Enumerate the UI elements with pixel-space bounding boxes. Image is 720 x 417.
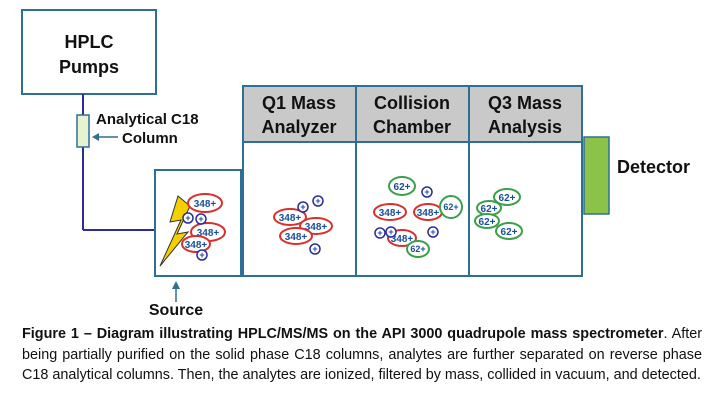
- plus-sign: +: [312, 244, 317, 254]
- fragment-ion: [388, 176, 416, 196]
- plus-sign: +: [377, 228, 382, 238]
- parent-ion-label: 348+: [197, 228, 220, 239]
- plus-sign: +: [315, 196, 320, 206]
- q1-ions: 348+ 348+ 348+ + + +: [273, 195, 333, 255]
- positive-charge-icon: [427, 226, 439, 238]
- plus-sign: +: [424, 187, 429, 197]
- parent-ion: [187, 193, 223, 213]
- plus-sign: +: [185, 213, 190, 223]
- detector-label: Detector: [617, 157, 690, 177]
- positive-charge-icon: [297, 201, 309, 213]
- positive-charge-icon: [195, 213, 207, 225]
- positive-charge-icon: [421, 186, 433, 198]
- fragment-ion: [495, 222, 523, 240]
- parent-ion-label: 348+: [379, 208, 402, 219]
- q1-label-line1: Q1 Mass: [262, 93, 336, 113]
- fragment-ion-label: 62+: [501, 227, 518, 238]
- q3-label-line1: Q3 Mass: [488, 93, 562, 113]
- hplc-pumps-label-line2: Pumps: [59, 57, 119, 77]
- parent-ion-label: 348+: [285, 232, 308, 243]
- q1-header: [242, 85, 357, 143]
- plus-sign: +: [388, 227, 393, 237]
- parent-ion: [181, 235, 211, 253]
- hplc-pumps-label-line1: HPLC: [65, 32, 114, 52]
- positive-charge-icon: [182, 212, 194, 224]
- parent-ion-label: 348+: [417, 208, 440, 219]
- c18-column: [76, 114, 90, 148]
- q3-ions: 62+ 62+ 62+ 62+: [474, 188, 523, 240]
- positive-charge-icon: [196, 249, 208, 261]
- fragment-ion-label: 62+: [394, 182, 411, 193]
- column-label-line2: Column: [122, 130, 178, 147]
- hplc-pumps-box: [21, 9, 157, 95]
- figure-caption: Figure 1 – Diagram illustrating HPLC/MS/…: [22, 324, 702, 386]
- column-pointer-arrowhead: [92, 133, 99, 141]
- fragment-ion-label: 62+: [443, 202, 458, 212]
- plus-sign: +: [198, 214, 203, 224]
- positive-charge-icon: [312, 195, 324, 207]
- fragment-ion-label: 62+: [479, 217, 496, 228]
- fragment-ion: [406, 240, 430, 258]
- parent-ion: [373, 203, 407, 221]
- plus-sign: +: [300, 202, 305, 212]
- source-ions: 348+ 348+ 348+ + + +: [181, 193, 226, 261]
- caption-body: . After being partially purified on the …: [22, 326, 702, 383]
- parent-ion-label: 348+: [305, 222, 328, 233]
- parent-ion: [279, 227, 313, 245]
- fragment-ion: [493, 188, 521, 206]
- column-label-line1: Analytical C18: [96, 111, 199, 128]
- lightning-bolt-icon: [159, 195, 191, 267]
- parent-ion-label: 348+: [185, 240, 208, 251]
- parent-ion-label: 348+: [279, 213, 302, 224]
- hplc-ms-ms-diagram: HPLC Pumps Analytical C18 Column Source …: [21, 9, 690, 319]
- collision-header: [355, 85, 470, 143]
- q3-header: [468, 85, 583, 143]
- parent-ion-label: 348+: [194, 199, 217, 210]
- parent-ion: [273, 208, 307, 226]
- collision-ions: 62+ 348+ 348+ 62+ 348+ 62+ + + + +: [373, 176, 463, 258]
- q3-label-line2: Analysis: [488, 117, 562, 137]
- fragment-ion-label: 62+: [499, 193, 516, 204]
- collision-label-line1: Collision: [374, 93, 450, 113]
- q1-label-line2: Analyzer: [261, 117, 336, 137]
- plus-sign: +: [430, 227, 435, 237]
- source-label: Source: [149, 302, 203, 319]
- fragment-ion: [474, 213, 500, 229]
- positive-charge-icon: [309, 243, 321, 255]
- plus-sign: +: [199, 250, 204, 260]
- positive-charge-icon: [374, 227, 386, 239]
- positive-charge-icon: [385, 226, 397, 238]
- caption-title: Figure 1 – Diagram illustrating HPLC/MS/…: [22, 326, 664, 342]
- detector-block: [583, 136, 610, 215]
- parent-ion-label: 348+: [391, 234, 414, 245]
- fragment-ion-label: 62+: [410, 244, 425, 254]
- fragment-ion-label: 62+: [481, 204, 498, 215]
- source-pointer-arrowhead: [172, 281, 180, 289]
- collision-label-line2: Chamber: [373, 117, 451, 137]
- fragment-ion: [439, 195, 463, 219]
